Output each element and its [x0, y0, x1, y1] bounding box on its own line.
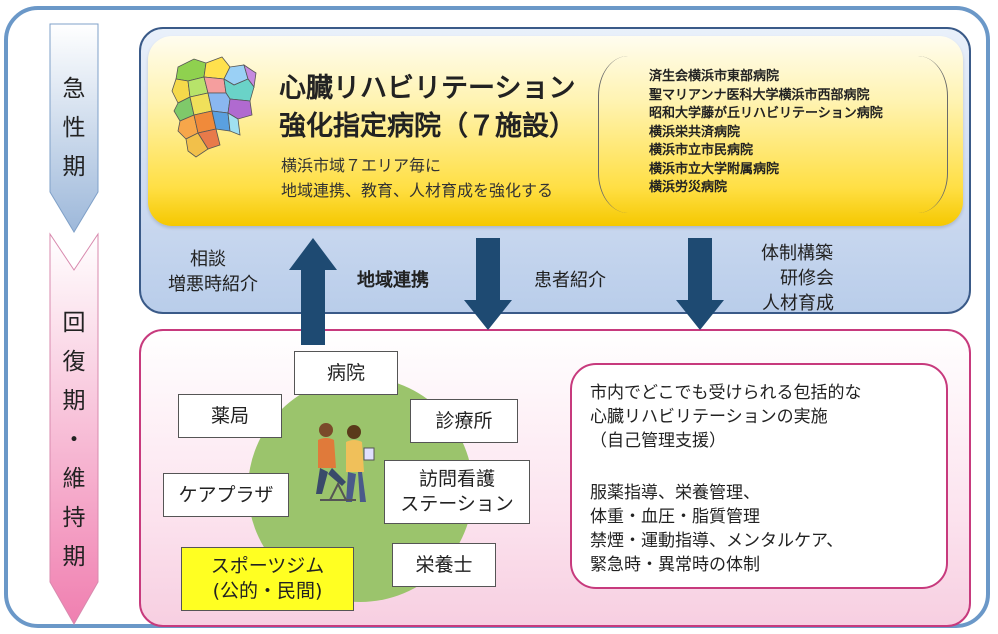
phase-char: 急: [62, 76, 86, 102]
recovery-phase-arrow: [49, 232, 99, 626]
hospital-list: 済生会横浜市東部病院 聖マリアンナ医科大学横浜市西部病院 昭和大学藤が丘リハビリ…: [649, 68, 883, 198]
list-item: 聖マリアンナ医科大学横浜市西部病院: [649, 87, 870, 103]
title-line-2: 強化指定病院（７施設）: [279, 111, 576, 142]
consult-label: 相談: [190, 249, 226, 270]
info-line: 体重・血圧・脂質管理: [590, 507, 760, 527]
list-item: 横浜労災病院: [649, 180, 728, 195]
worsen-referral-label: 増悪時紹介: [168, 274, 258, 295]
hospital-list-bracket: [598, 56, 948, 213]
phase-char: 回: [62, 310, 86, 336]
acute-phase-label: 急 性 期: [54, 70, 94, 187]
sports-gym-line-1: スポーツジム: [210, 555, 325, 577]
phase-arrow: [49, 23, 99, 626]
comprehensive-rehab-info-box: [570, 363, 948, 589]
phase-char: 維: [62, 466, 86, 492]
clinic-box: 診療所: [410, 399, 518, 443]
visiting-nursing-line-2: ステーション: [400, 493, 514, 515]
dietitian-box: 栄養士: [392, 543, 496, 587]
list-item: 横浜市立大学附属病院: [649, 161, 780, 177]
phase-char: 期: [62, 544, 86, 570]
phase-char: 期: [62, 154, 86, 180]
down-arrow: [676, 238, 724, 330]
pharmacy-box: 薬局: [178, 394, 282, 438]
info-line: （自己管理支援）: [590, 431, 726, 451]
regional-link-label: 地域連携: [357, 270, 429, 291]
info-line: 市内でどこでも受けられる包括的な: [590, 383, 862, 403]
hospital-box: 病院: [294, 351, 398, 395]
phase-char: 性: [62, 115, 86, 141]
visiting-nursing-line-1: 訪問看護: [418, 468, 495, 490]
list-item: 済生会横浜市東部病院: [649, 69, 780, 84]
info-line: 禁煙・運動指導、メンタルケア、: [590, 531, 844, 551]
system-building-label: 体制構築: [761, 243, 833, 264]
info-line: 緊急時・異常時の体制: [590, 555, 760, 575]
list-item: 横浜市立市民病院: [649, 143, 754, 158]
yokohama-map-icon: [171, 56, 257, 158]
dietitian-label: 栄養士: [415, 553, 473, 576]
info-line: 心臓リハビリテーションの実施: [590, 407, 828, 427]
subtitle-line-2: 地域連携、教育、人材育成を強化する: [281, 181, 554, 200]
list-item: 横浜栄共済病院: [649, 124, 741, 140]
visiting-nursing-box: 訪問看護 ステーション: [384, 460, 530, 524]
up-arrow: [289, 238, 337, 345]
phase-char: 持: [62, 505, 86, 531]
pharmacy-label: 薬局: [210, 404, 249, 427]
phase-char: 復: [62, 349, 86, 375]
clinic-label: 診療所: [435, 409, 493, 432]
recovery-phase-label: 回 復 期 ・ 維 持 期: [54, 304, 94, 577]
hospital-label: 病院: [326, 361, 365, 384]
down-arrow: [464, 238, 512, 330]
info-line: 服薬指導、栄養管理、: [590, 483, 760, 503]
designated-hospitals-panel: [148, 36, 963, 226]
title-line-1: 心臓リハビリテーション: [279, 73, 576, 104]
acute-phase-arrow: [49, 23, 99, 233]
exercise-people-icon: [316, 423, 375, 502]
phase-char: ・: [62, 427, 86, 453]
sports-gym-box: スポーツジム (公的・民間): [181, 547, 354, 611]
patient-referral-label: 患者紹介: [534, 270, 606, 291]
phase-char: 期: [62, 388, 86, 414]
care-plaza-box: ケアプラザ: [163, 473, 289, 517]
care-plaza-label: ケアプラザ: [178, 483, 274, 506]
hr-development-label: 人材育成: [762, 293, 834, 314]
sports-gym-line-2: (公的・民間): [212, 580, 323, 602]
list-item: 昭和大学藤が丘リハビリテーション病院: [649, 106, 883, 121]
training-label: 研修会: [780, 268, 834, 289]
subtitle-line-1: 横浜市域７エリア毎に: [281, 156, 442, 175]
